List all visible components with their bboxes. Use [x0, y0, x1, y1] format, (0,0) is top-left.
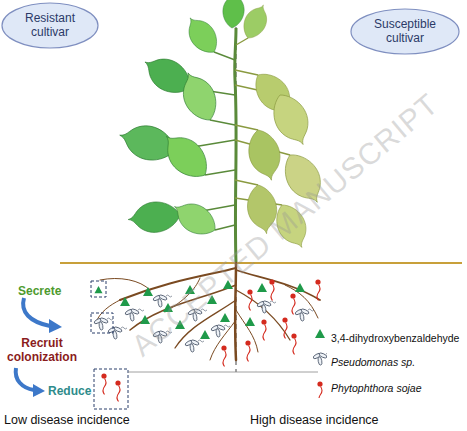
legend-item: Pseudomonas sp. — [313, 352, 415, 372]
watermark: ACCEPTED MANUSCRIPT — [125, 87, 445, 363]
cultivar-ellipse: Susceptible cultivar — [350, 8, 460, 55]
step-label: Reduce — [48, 381, 91, 399]
outcome-label: Low disease incidence — [4, 410, 130, 428]
cultivar-ellipse: Resistant cultivar — [1, 2, 99, 49]
step-label-text: Secrete — [18, 284, 61, 298]
outcome-label: High disease incidence — [250, 410, 379, 428]
step-label-text: Recruit colonization — [2, 336, 82, 364]
legend-text: Phytophthora sojae — [331, 382, 421, 395]
watermark-text: ACCEPTED MANUSCRIPT — [125, 87, 445, 363]
legend-text: 3,4-dihydroxybenzaldehyde — [331, 332, 459, 345]
legend-item: Phytophthora sojae — [313, 378, 421, 398]
legend-swatch — [313, 328, 327, 348]
swatch-symbol — [315, 329, 325, 338]
step-label: Secrete — [18, 281, 61, 299]
outcome-label-text: High disease incidence — [250, 413, 379, 428]
step-label-text: Reduce — [48, 384, 91, 398]
step-label: Recruit colonization — [2, 336, 82, 365]
legend-swatch — [313, 378, 327, 398]
swatch-symbol — [313, 352, 327, 365]
legend-text: Pseudomonas sp. — [331, 356, 415, 369]
ellipse-shape — [2, 3, 98, 48]
outcome-label-text: Low disease incidence — [4, 413, 130, 428]
ellipse-shape — [351, 9, 459, 54]
swatch-symbol — [317, 381, 322, 398]
node-text: Susceptible cultivar — [370, 17, 440, 45]
legend-swatch — [313, 352, 327, 372]
node-text: Resistant cultivar — [19, 11, 81, 39]
legend-item: 3,4-dihydroxybenzaldehyde — [313, 328, 459, 348]
